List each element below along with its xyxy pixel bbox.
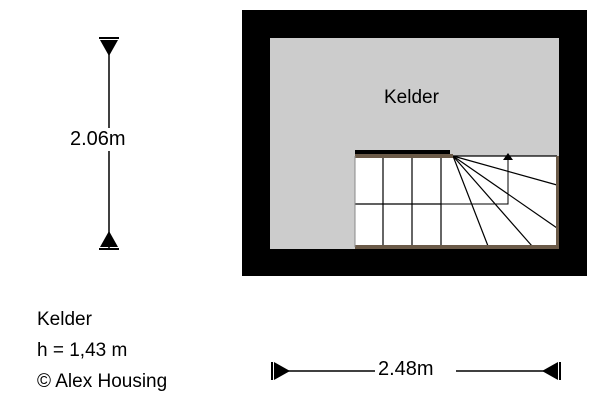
height-dimension-label: 2.06m [70,128,126,151]
width-dimension [271,362,561,380]
room-label: Kelder [384,87,439,108]
staircase [354,150,559,249]
stair-direction-arrow [441,160,509,205]
legend-ceiling-height: h = 1,43 m [37,340,128,361]
legend-floor: Kelder [37,309,92,330]
width-dimension-label: 2.48m [378,358,434,380]
legend-copyright: © Alex Housing [37,371,168,392]
